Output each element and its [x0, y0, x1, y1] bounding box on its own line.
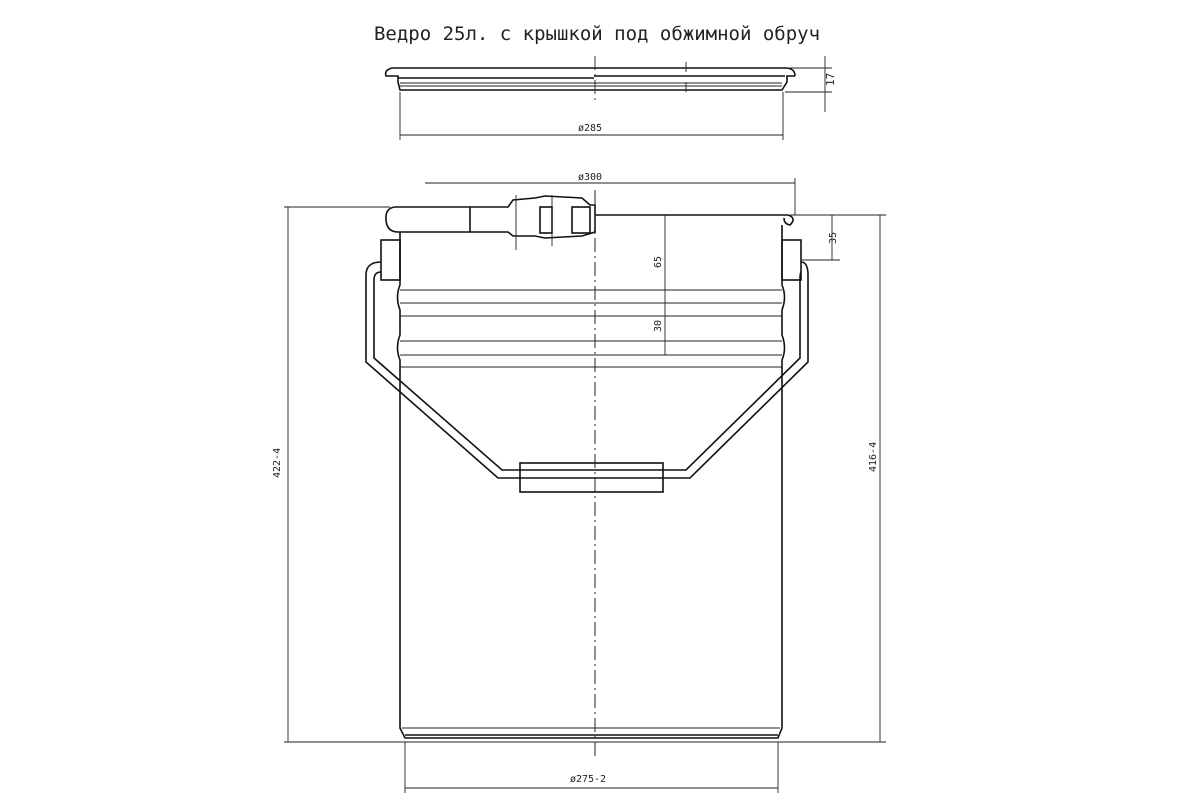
- clamp-lever: [470, 195, 596, 239]
- rim-ear-label: 35: [828, 232, 839, 244]
- bottom-diameter-label: ø275-2: [570, 774, 606, 785]
- handle-grip: [519, 462, 664, 493]
- left-ear: [380, 239, 401, 281]
- lid-diameter-label: ø285: [578, 123, 602, 134]
- bucket-view: ø300 65 30: [272, 172, 886, 793]
- total-height-label: 422-4: [272, 448, 283, 478]
- lid-height-label: 17: [824, 73, 837, 86]
- right-ear: [781, 239, 802, 281]
- drawing-title: Ведро 25л. с крышкой под обжимной обруч: [374, 23, 820, 45]
- rib-spacing-label: 30: [653, 320, 664, 332]
- lid-view: ø285 17: [384, 56, 837, 140]
- rim-diameter-label: ø300: [578, 172, 602, 183]
- body-height-label: 416-4: [868, 442, 879, 472]
- rib-depth-label: 65: [653, 256, 664, 268]
- handle: [365, 261, 809, 479]
